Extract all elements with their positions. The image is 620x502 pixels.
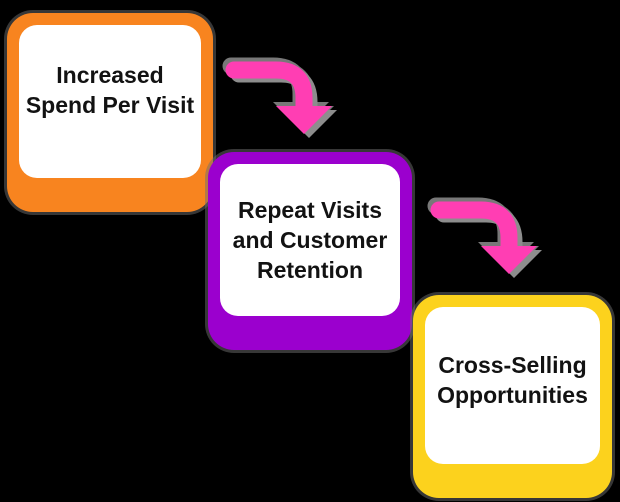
arrow-shaft [430, 201, 518, 257]
step-label: Repeat Visits and Customer Retention [232, 197, 388, 283]
step-box-increased-spend: Increased Spend Per Visit [7, 13, 213, 212]
step-box-repeat-visits: Repeat Visits and Customer Retention [208, 152, 412, 350]
arrow-head [276, 106, 332, 134]
step-panel: Increased Spend Per Visit [19, 25, 201, 178]
step-panel: Cross-Selling Opportunities [425, 307, 600, 464]
arrow-shaft [225, 61, 313, 117]
step-box-cross-selling: Cross-Selling Opportunities [413, 295, 612, 498]
arrow-head [481, 246, 537, 274]
curved-arrow-icon [225, 61, 332, 134]
step-label: Increased Spend Per Visit [25, 61, 195, 118]
step-panel: Repeat Visits and Customer Retention [220, 164, 400, 316]
step-label: Cross-Selling Opportunities [437, 351, 588, 408]
curved-arrow-icon [430, 201, 537, 274]
